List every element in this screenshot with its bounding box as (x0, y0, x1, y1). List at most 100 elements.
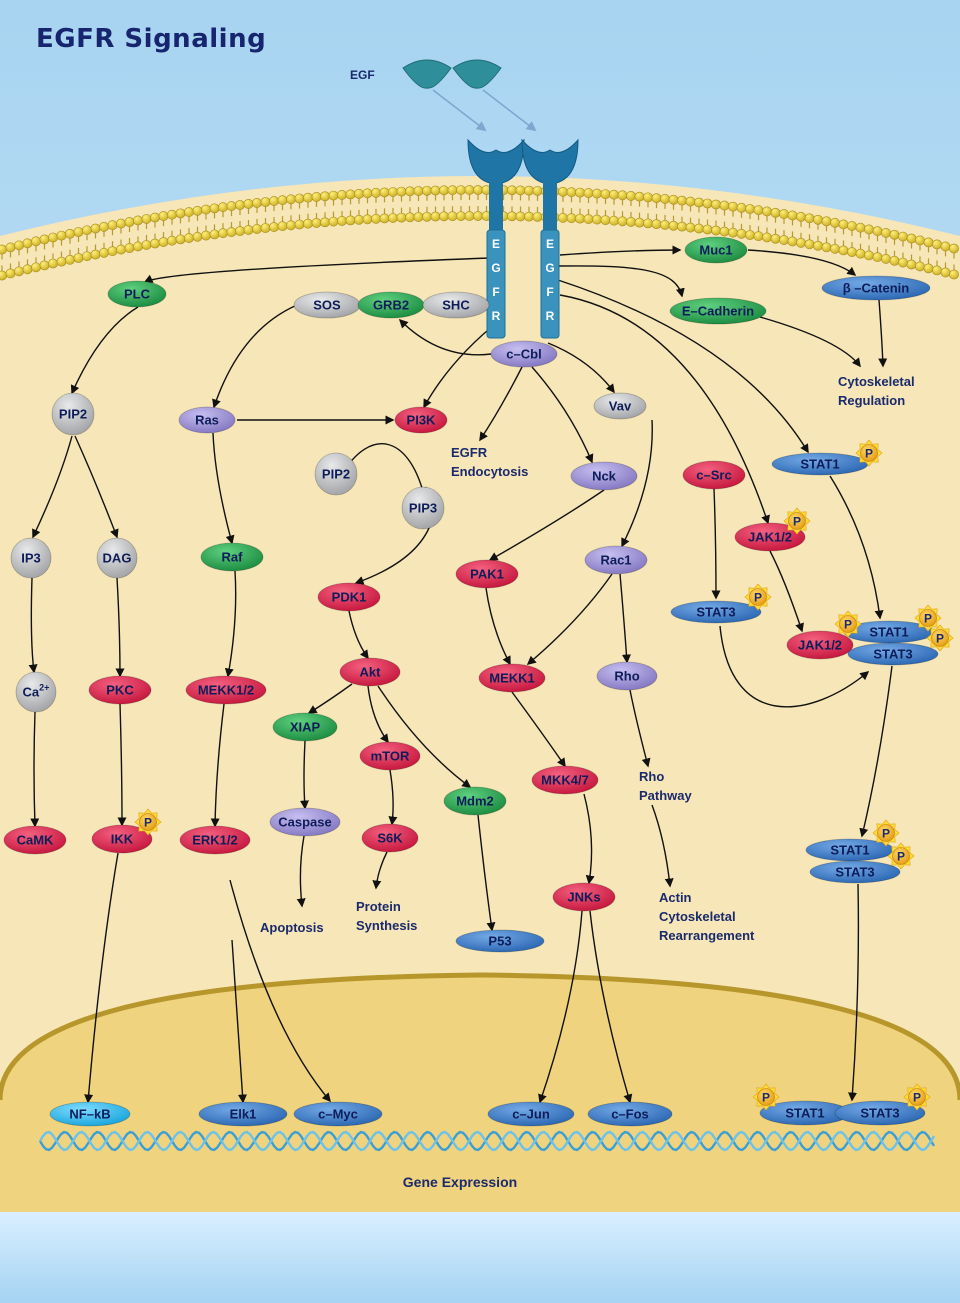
node-label: Vav (609, 399, 632, 414)
node-raf: Raf (200, 542, 264, 572)
egf-label: EGF (350, 68, 375, 82)
node-xiap: XIAP (272, 712, 338, 742)
node-rac1: Rac1 (584, 545, 648, 575)
node-plc: PLC (107, 280, 167, 308)
rho-pathway-label: Rho Pathway (639, 769, 693, 803)
node-ca: Ca2+ (15, 671, 57, 713)
egfr-letter: F (492, 285, 499, 299)
node-label: Muc1 (699, 243, 732, 258)
node-mkk47: MKK4/7 (531, 765, 599, 795)
egfr-letter: G (545, 261, 554, 275)
node-label: PAK1 (470, 567, 504, 582)
node-akt: Akt (339, 657, 401, 687)
node-ccbl: c–Cbl (490, 340, 558, 368)
node-label: STAT1 (869, 625, 908, 640)
node-label: CaMK (17, 833, 54, 848)
phospho-label: P (844, 618, 852, 632)
node-label: Akt (360, 665, 382, 680)
cytoskeletal-regulation-label: Cytoskeletal Regulation (838, 374, 918, 408)
node-csrc: c–Src (682, 460, 746, 490)
phospho-marker: P (744, 583, 772, 611)
cell-membrane (0, 185, 959, 281)
pathway-arrow (212, 304, 298, 409)
node-label: E–Cadherin (682, 304, 754, 319)
node-label: ERK1/2 (192, 833, 238, 848)
node-label: JNKs (567, 890, 600, 905)
phospho-label: P (936, 632, 944, 646)
node-mdm2: Mdm2 (443, 786, 507, 816)
node-elk1: Elk1 (198, 1101, 288, 1127)
phospho-marker: P (134, 808, 162, 836)
pathway-arrow (307, 683, 353, 714)
node-stat3c: STAT3 (809, 860, 901, 884)
node-pdk1: PDK1 (317, 582, 381, 612)
pathway-arrow (619, 573, 631, 664)
node-label: Caspase (278, 815, 331, 830)
node-label: c–Cbl (506, 347, 541, 362)
node-cmyc: c–Myc (293, 1101, 383, 1127)
pathway-arrow (231, 939, 247, 1104)
node-label: STAT3 (873, 647, 912, 662)
pathway-arrow (224, 570, 237, 678)
pathway-arrow (30, 711, 40, 828)
node-label: Ras (195, 413, 219, 428)
node-label: c–Jun (512, 1107, 550, 1122)
phospho-marker: P (914, 604, 942, 632)
node-label: SHC (442, 298, 470, 313)
node-grb2: GRB2 (357, 291, 425, 319)
node-label: PDK1 (332, 590, 367, 605)
node-label: STAT3 (696, 605, 735, 620)
phospho-marker: P (872, 819, 900, 847)
node-stat1d: STAT1 (759, 1100, 851, 1126)
pathway-arrow (859, 665, 893, 838)
node-label: JAK1/2 (748, 530, 792, 545)
pathway-arrow (488, 489, 605, 561)
pathway-arrow (28, 577, 38, 674)
node-pak1: PAK1 (455, 559, 519, 589)
egfr-letter: G (491, 261, 500, 275)
pathway-arrow (212, 432, 235, 545)
pathway-arrow (878, 299, 888, 368)
node-jak12a: JAK1/2 (734, 522, 806, 552)
phospho-label: P (865, 447, 873, 461)
node-label: JAK1/2 (798, 638, 842, 653)
pathway-arrow (367, 685, 389, 744)
dna-helix (38, 1130, 936, 1152)
pathway-arrow (557, 265, 685, 298)
node-label: MKK4/7 (541, 773, 589, 788)
pathway-arrow (526, 573, 613, 665)
node-pkc: PKC (88, 675, 152, 705)
node-label: Raf (222, 550, 244, 565)
node-sos: SOS (293, 291, 361, 319)
node-label: STAT3 (835, 865, 874, 880)
pathway-arrow (210, 703, 225, 828)
pathway-arrow (547, 342, 615, 394)
pathway-arrow (651, 804, 674, 888)
node-label: IKK (111, 832, 134, 847)
pathway-arrow (84, 852, 119, 1104)
phospho-label: P (754, 591, 762, 605)
phospho-label: P (762, 1091, 770, 1105)
phospho-label: P (793, 515, 801, 529)
phospho-marker: P (887, 842, 915, 870)
pathway-arrow (143, 257, 491, 283)
node-pip2a: PIP2 (51, 392, 95, 436)
node-label: P53 (488, 934, 511, 949)
phospho-marker: P (783, 507, 811, 535)
node-pi3k: PI3K (394, 406, 448, 434)
phospho-label: P (144, 816, 152, 830)
node-label: β –Catenin (843, 281, 910, 296)
pathway-arrow (117, 703, 127, 827)
pathway-arrow (32, 435, 73, 539)
node-shc: SHC (422, 291, 490, 319)
node-label: GRB2 (373, 298, 409, 313)
egfr-letter: E (546, 237, 554, 251)
pathway-arrow (377, 685, 472, 788)
node-pip2b: PIP2 (314, 452, 358, 496)
phospho-marker: P (752, 1083, 780, 1111)
phospho-label: P (882, 827, 890, 841)
pathway-arrow (759, 316, 861, 368)
node-mtor: mTOR (359, 741, 421, 771)
